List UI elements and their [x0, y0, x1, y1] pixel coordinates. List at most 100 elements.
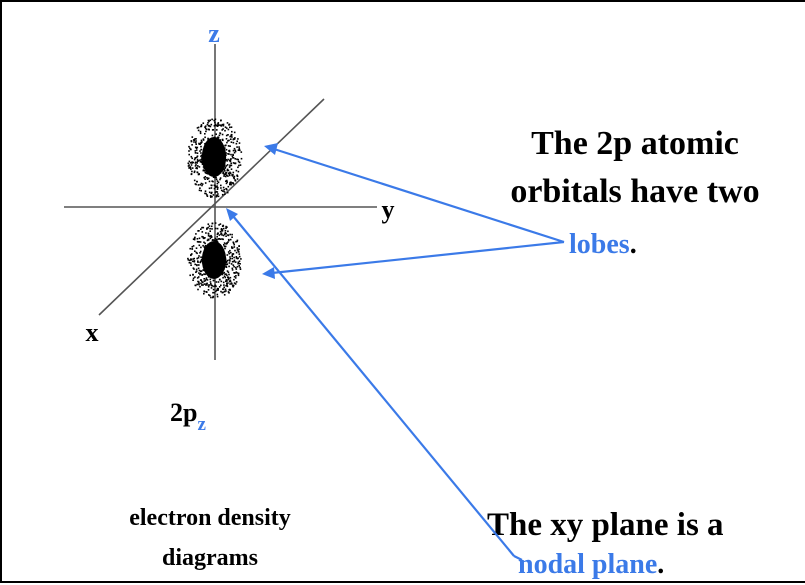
arrow-to-upper-lobe: [273, 147, 565, 244]
density-dot: [204, 244, 207, 247]
density-dot: [220, 187, 222, 189]
density-dot: [199, 130, 202, 133]
density-dot: [223, 156, 225, 158]
density-dot: [201, 161, 204, 164]
density-dot: [227, 175, 229, 177]
density-dot: [189, 162, 192, 164]
density-dot: [238, 255, 241, 258]
density-dot: [190, 164, 193, 166]
density-dot: [216, 271, 219, 274]
density-dot: [200, 139, 203, 142]
density-dot: [201, 154, 203, 157]
density-dot: [219, 178, 221, 181]
density-dot: [214, 184, 216, 187]
density-dot: [199, 241, 202, 243]
density-dot: [213, 119, 215, 122]
density-dot: [194, 284, 197, 287]
density-dot: [238, 253, 241, 255]
density-dot: [231, 136, 233, 138]
density-dot: [225, 235, 227, 237]
density-dot: [230, 183, 232, 186]
density-dot: [227, 140, 229, 142]
density-dot: [198, 166, 201, 168]
density-dot: [191, 167, 194, 169]
density-dot: [222, 172, 224, 175]
density-dot: [203, 278, 205, 280]
density-dot: [216, 233, 219, 236]
orbital-label: 2pz: [170, 398, 206, 435]
density-dot: [238, 248, 240, 251]
density-dot: [220, 284, 222, 287]
density-dot: [216, 188, 219, 190]
density-dot: [232, 264, 235, 266]
density-dot: [239, 263, 241, 265]
density-dot: [223, 286, 225, 289]
density-dot: [207, 128, 210, 131]
density-dot: [206, 172, 209, 175]
density-dot: [214, 237, 217, 240]
density-dot: [232, 285, 235, 287]
density-dot: [206, 141, 209, 144]
density-dot: [223, 268, 225, 270]
density-dot: [212, 176, 215, 178]
density-dot: [210, 196, 212, 198]
density-dot: [214, 176, 216, 179]
arrowhead-nodal-plane: [226, 208, 238, 221]
density-dot: [228, 265, 230, 268]
density-dot: [219, 177, 222, 179]
density-dot: [236, 178, 239, 180]
density-dot: [210, 250, 212, 253]
density-dot: [231, 283, 233, 285]
density-dot: [237, 261, 240, 264]
density-dot: [238, 146, 240, 148]
density-dot: [204, 242, 206, 245]
density-dot: [213, 155, 215, 157]
density-dot: [230, 251, 232, 254]
density-dot: [217, 247, 219, 249]
density-dot: [217, 255, 220, 258]
density-dot: [225, 172, 227, 174]
density-dot: [226, 181, 228, 183]
density-dot: [230, 138, 232, 140]
density-dot: [192, 245, 195, 247]
lobes-keyword: lobes: [569, 229, 630, 260]
density-dot: [216, 185, 218, 187]
density-dot: [197, 165, 199, 167]
density-dot: [197, 288, 199, 291]
density-dot: [206, 195, 209, 197]
density-dot: [203, 249, 206, 252]
density-dot: [235, 266, 237, 269]
density-dot: [207, 148, 210, 150]
density-dot: [198, 241, 200, 243]
density-dot: [214, 145, 217, 148]
density-dot: [203, 246, 206, 248]
density-dot: [220, 232, 223, 235]
density-dot: [210, 123, 213, 126]
density-dot: [206, 261, 208, 264]
density-dot: [213, 142, 216, 145]
density-dot: [233, 138, 236, 140]
density-dot: [223, 233, 226, 235]
density-dot: [208, 284, 211, 286]
density-dot: [232, 173, 234, 176]
density-dot: [224, 232, 227, 234]
density-dot: [195, 138, 197, 140]
density-dot: [225, 261, 228, 264]
density-dot: [223, 275, 226, 277]
density-dot: [207, 177, 210, 180]
density-dot: [202, 284, 204, 286]
density-dot: [214, 261, 217, 264]
density-dot: [228, 139, 230, 142]
density-dot: [222, 124, 224, 127]
density-dot: [204, 176, 207, 178]
density-dot: [208, 151, 210, 154]
density-dot: [223, 242, 226, 244]
density-dot: [198, 189, 201, 192]
density-dot: [210, 174, 213, 176]
density-dot: [208, 154, 210, 157]
caption-line1: electron density: [129, 505, 291, 531]
density-dot: [224, 193, 226, 195]
density-dot: [216, 259, 219, 262]
density-dot: [238, 245, 240, 247]
